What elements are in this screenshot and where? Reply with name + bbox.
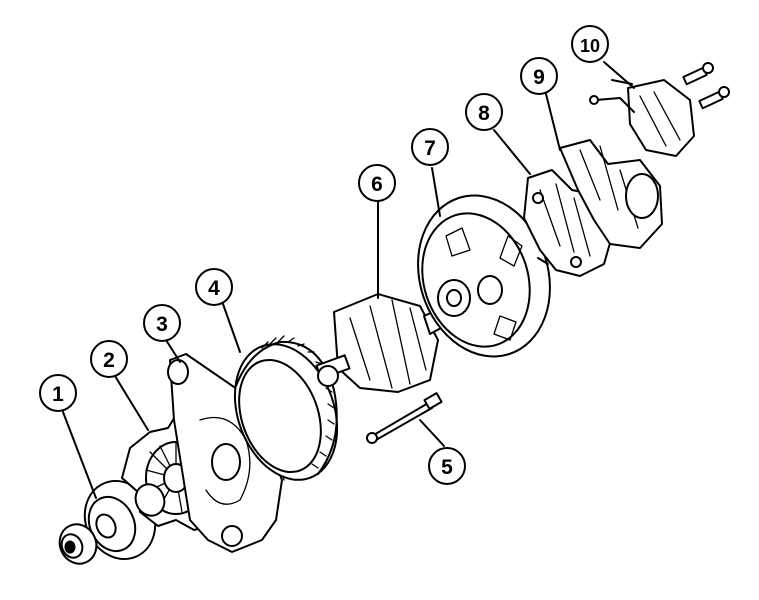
callout-5-label: 5 [441, 456, 453, 479]
callout-4-label: 4 [208, 277, 220, 300]
callout-9-label: 9 [533, 66, 545, 89]
leader-1 [62, 411, 97, 499]
callout-2-label: 2 [103, 349, 115, 372]
callout-1-label: 1 [52, 383, 64, 406]
leader-7 [431, 167, 441, 217]
leader-4 [222, 303, 241, 353]
part-4-stator [233, 335, 339, 481]
leader-10 [603, 61, 635, 89]
callout-6-label: 6 [371, 173, 383, 196]
part-3-front-housing [167, 353, 285, 553]
callout-10-label: 10 [580, 36, 600, 56]
part-5-bolt [366, 392, 443, 444]
callout-9: 9 [520, 57, 558, 95]
leader-5 [419, 419, 445, 447]
leader-lines [62, 61, 635, 499]
leader-2 [114, 375, 149, 431]
callout-7: 7 [411, 128, 449, 166]
callout-1: 1 [39, 374, 77, 412]
callout-6: 6 [358, 164, 396, 202]
leader-3 [165, 339, 181, 363]
leader-9 [545, 93, 561, 151]
part-7-rear-housing [417, 194, 551, 358]
leader-8 [493, 129, 531, 175]
callout-7-label: 7 [424, 137, 436, 160]
callout-8: 8 [465, 93, 503, 131]
callout-3-label: 3 [156, 313, 168, 336]
callout-8-label: 8 [478, 102, 490, 125]
callout-3: 3 [143, 304, 181, 342]
callouts: 1 2 3 4 5 6 7 8 [39, 25, 609, 485]
callout-4: 4 [195, 268, 233, 306]
callout-10: 10 [571, 25, 609, 63]
part-10-regulator [589, 62, 730, 157]
part-9-cover [559, 139, 663, 249]
callout-5: 5 [428, 447, 466, 485]
callout-2: 2 [90, 340, 128, 378]
